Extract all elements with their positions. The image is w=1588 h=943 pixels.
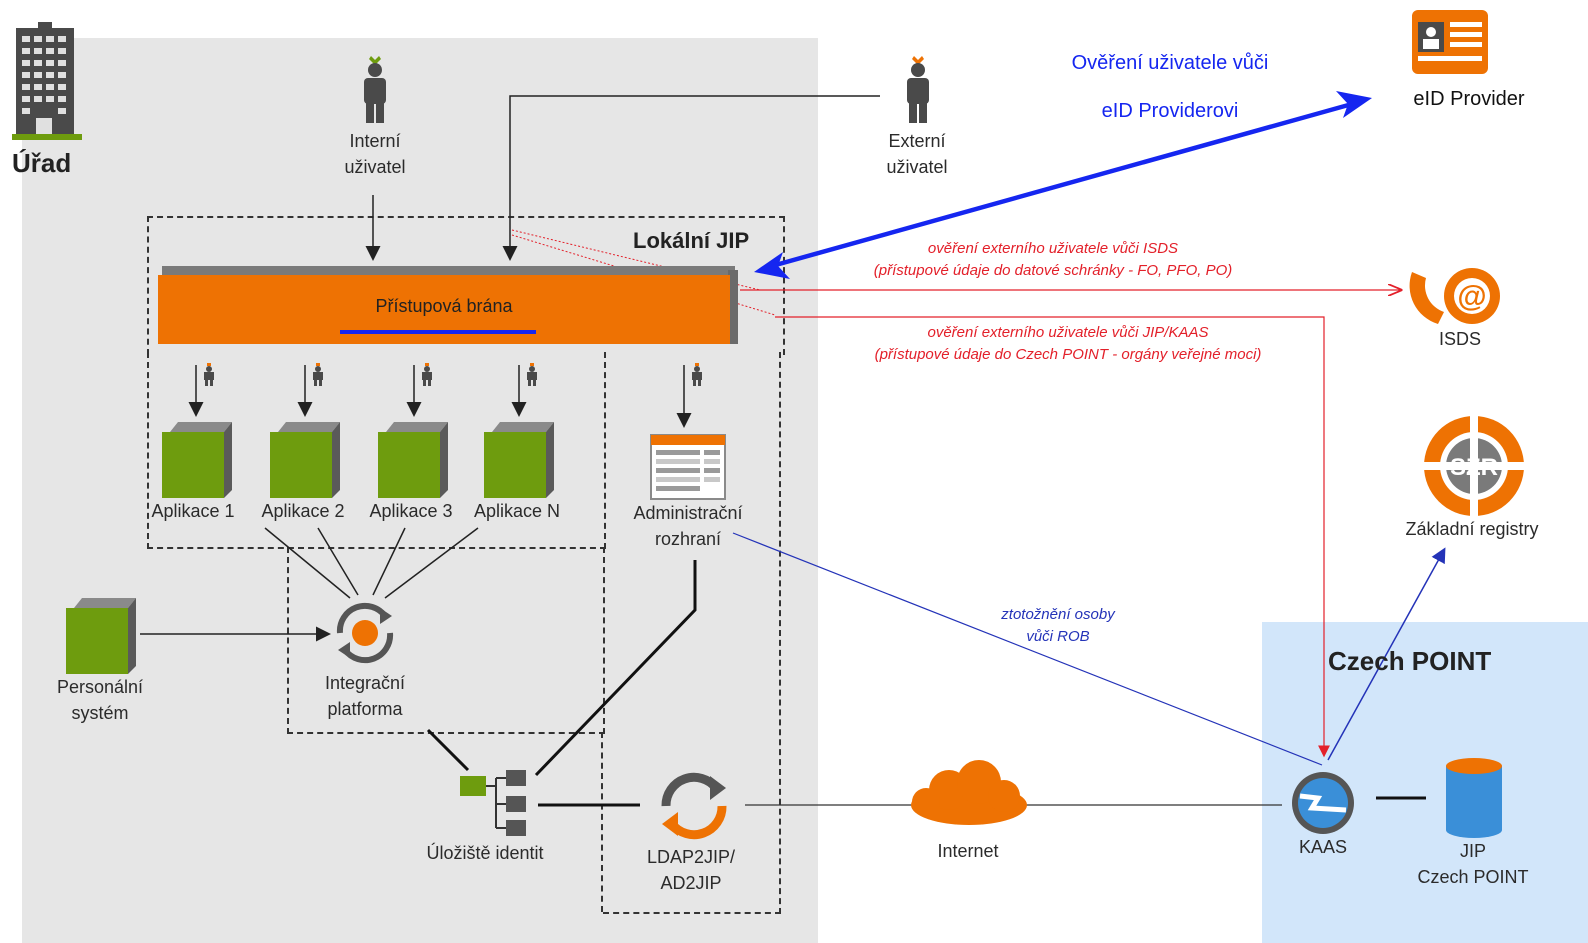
- cloud-icon: [911, 760, 1027, 825]
- user-icon-small-1: [204, 363, 214, 386]
- eid-verify-line1: Ověření uživatele vůči: [1071, 52, 1269, 74]
- link-admin-kaas: [732, 532, 1323, 766]
- arrow-external-user: [502, 95, 880, 261]
- local-jip-box-right: [603, 352, 781, 914]
- user-icon-small-3: [422, 363, 432, 386]
- internal-user-label: Interní uživatel: [344, 131, 406, 177]
- szr-icon[interactable]: SZR: [1420, 412, 1528, 520]
- user-icon-small-2: [313, 363, 323, 386]
- czech-point-title: Czech POINT: [1328, 646, 1492, 676]
- gateway-label: Přístupová brána: [375, 296, 513, 316]
- app-cube-icon-3[interactable]: [378, 420, 448, 500]
- arrow-kaas-szr: [1327, 547, 1446, 761]
- personal-label: Personální systém: [56, 677, 144, 723]
- app-label-4: Aplikace N: [473, 501, 561, 521]
- database-icon[interactable]: [1444, 756, 1504, 840]
- building-icon: [12, 22, 82, 140]
- local-jip-box: [147, 216, 785, 355]
- integration-sync-icon[interactable]: [330, 598, 400, 668]
- arrow-to-kaas: [775, 316, 1330, 758]
- gateway-top: [162, 266, 735, 276]
- gateway-side: [728, 270, 738, 344]
- integration-label: Integrační platforma: [324, 673, 406, 719]
- ldap-sync-icon[interactable]: [656, 768, 732, 844]
- external-user-label: Externí uživatel: [886, 131, 948, 177]
- user-icon-small-5: [692, 363, 702, 386]
- internet-label: Internet: [937, 841, 999, 861]
- isds-label: ISDS: [1438, 329, 1481, 349]
- note-rob: ztotožnění osoby vůči ROB: [1001, 606, 1115, 645]
- ldap-box: [601, 732, 605, 912]
- admin-window-icon[interactable]: [650, 434, 726, 500]
- admin-label: Administrační rozhraní: [633, 503, 743, 549]
- arrow-eid: [771, 101, 1353, 269]
- gateway-bar[interactable]: Přístupová brána: [158, 266, 738, 344]
- svg-text:@: @: [1457, 280, 1486, 313]
- app-label-1: Aplikace 1: [151, 501, 235, 521]
- app-cube-icon-2[interactable]: [270, 420, 340, 500]
- user-icon-small-4: [527, 363, 537, 386]
- kaas-label: KAAS: [1298, 837, 1348, 857]
- external-user-icon: [907, 56, 929, 123]
- jip-cp-label: JIP Czech POINT: [1417, 841, 1529, 887]
- gateway-underline: [340, 330, 536, 334]
- app-cube-icon-1[interactable]: [162, 420, 232, 500]
- local-jip-title: Lokální JIP: [633, 228, 750, 253]
- identity-store-icon[interactable]: [460, 770, 536, 840]
- eid-label: eID Provider: [1413, 88, 1525, 110]
- isds-at-icon[interactable]: @: [1408, 262, 1508, 332]
- office-label: Úřad: [12, 148, 72, 178]
- kaas-icon[interactable]: [1288, 768, 1358, 838]
- identity-store-label: Úložiště identit: [426, 843, 544, 863]
- internal-user-icon: [364, 56, 386, 123]
- app-label-3: Aplikace 3: [369, 501, 453, 521]
- note-isds: ověření externího uživatele vůči ISDS (p…: [873, 240, 1233, 279]
- szr-icon-text: SZR: [1450, 454, 1498, 481]
- eid-verify-line2: eID Providerovi: [1101, 100, 1239, 122]
- personal-cube-icon[interactable]: [66, 596, 136, 676]
- apps-box: [147, 352, 606, 549]
- ldap-label: LDAP2JIP/ AD2JIP: [646, 847, 736, 893]
- integration-box: [287, 547, 605, 734]
- app-label-2: Aplikace 2: [261, 501, 345, 521]
- app-cube-icon-4[interactable]: [484, 420, 554, 500]
- eid-card-icon: [1412, 10, 1488, 74]
- szr-label: Základní registry: [1405, 519, 1539, 539]
- note-kaas: ověření externího uživatele vůči JIP/KAA…: [874, 324, 1262, 363]
